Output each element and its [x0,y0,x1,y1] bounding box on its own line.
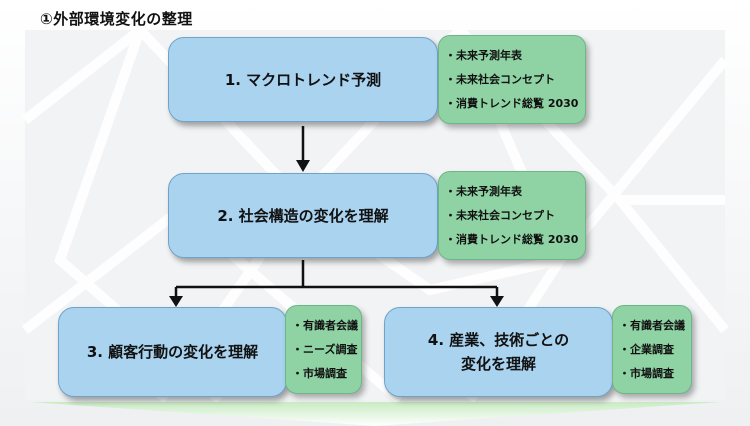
node-social-structure: 2. 社会構造の変化を理解 [168,173,438,258]
node-customer-behavior: 3. 顧客行動の変化を理解 [58,307,287,397]
node-label-line1: 4. 産業、技術ごとの [427,331,570,349]
node-social-structure-sources: 未来予測年表 未来社会コンセプト 消費トレンド総覧 2030 [438,171,586,260]
source-item: 消費トレンド総覧 2030 [445,228,579,252]
node-industry-technology-sources: 有識者会議 企業調査 市場調査 [612,305,692,394]
source-item: 市場調査 [619,362,685,386]
node-macro-trend: 1. マクロトレンド予測 [168,37,438,122]
node-macro-trend-sources: 未来予測年表 未来社会コンセプト 消費トレンド総覧 2030 [438,35,586,124]
node-label: 2. 社会構造の変化を理解 [217,206,389,225]
page-title: ①外部環境変化の整理 [40,10,193,28]
source-item: 未来予測年表 [445,44,579,68]
source-item: 未来社会コンセプト [445,68,579,92]
node-industry-technology: 4. 産業、技術ごとの 変化を理解 [384,307,613,397]
source-item: 有識者会議 [292,314,358,338]
source-item: 有識者会議 [619,314,685,338]
source-item: 企業調査 [619,338,685,362]
node-label: 3. 顧客行動の変化を理解 [86,343,259,361]
source-item: 市場調査 [292,362,355,386]
source-item: ニーズ調査 [292,338,357,362]
node-customer-behavior-sources: 有識者会議 ニーズ調査 市場調査 [285,305,362,394]
source-item: 未来予測年表 [445,180,579,204]
source-item: 未来社会コンセプト [445,204,579,228]
source-item: 消費トレンド総覧 2030 [445,92,579,116]
node-label: 1. マクロトレンド予測 [224,70,382,89]
node-label-line2: 変化を理解 [460,355,536,373]
